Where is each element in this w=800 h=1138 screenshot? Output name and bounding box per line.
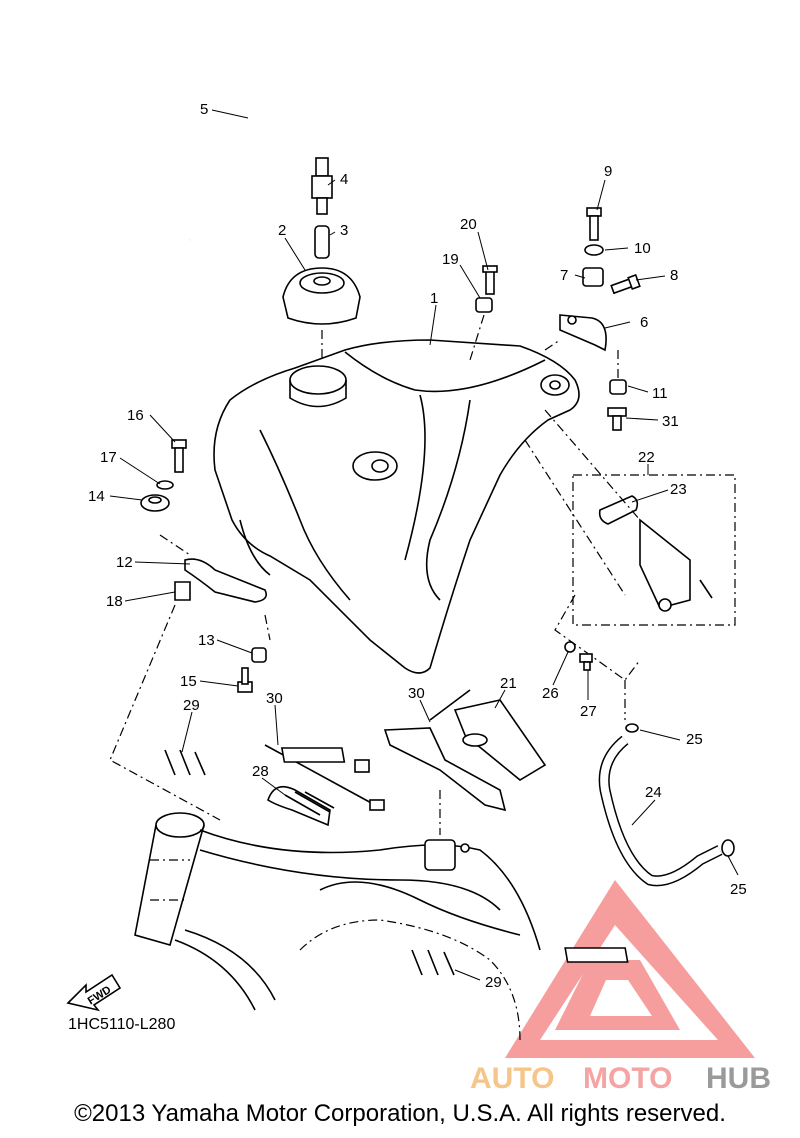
callout-4: 4 — [340, 171, 348, 188]
callout-22: 22 — [638, 449, 655, 466]
part-15-bolt — [237, 667, 253, 693]
watermark-moto: MOTO — [583, 1062, 672, 1095]
part-10-washer — [584, 244, 604, 256]
part-25-clip-top — [625, 723, 639, 733]
callout-30-right: 30 — [408, 685, 425, 702]
callout-28: 28 — [252, 763, 269, 780]
diagram-code: 1HC5110-L280 — [68, 1016, 176, 1033]
part-28-dampers — [267, 785, 335, 827]
callout-23: 23 — [670, 481, 687, 498]
callout-20: 20 — [460, 216, 477, 233]
part-1-fuel-tank — [213, 339, 580, 674]
callout-15: 15 — [180, 673, 197, 690]
callout-24: 24 — [645, 784, 662, 801]
callout-labels: 1 2 3 4 5 6 7 8 9 10 11 12 13 14 15 16 1… — [88, 101, 747, 991]
part-2-fuel-cap — [282, 267, 361, 365]
callout-26: 26 — [542, 685, 559, 702]
part-21-protector — [354, 699, 547, 812]
callout-25-top: 25 — [686, 731, 703, 748]
part-9-bolt — [586, 207, 602, 241]
part-5-breather-hose — [186, 58, 329, 242]
part-25-clip-bottom — [721, 839, 735, 857]
watermark-logo — [505, 880, 755, 1058]
part-16-bolt — [171, 439, 187, 473]
callout-25-bottom: 25 — [730, 881, 747, 898]
part-4-valve — [311, 157, 333, 215]
part-19-collar — [475, 297, 493, 313]
part-29-clips-lower — [411, 947, 629, 976]
callout-13: 13 — [198, 632, 215, 649]
callout-6: 6 — [640, 314, 648, 331]
watermark-hub: HUB — [706, 1062, 771, 1095]
leader-lines — [109, 109, 739, 981]
part-11-collar — [609, 379, 627, 395]
callout-29-upper: 29 — [183, 697, 200, 714]
part-27-screw — [579, 653, 593, 671]
watermark-text: AUTO MOTO HUB — [470, 1062, 771, 1095]
part-22-fuel-cock-box — [572, 474, 736, 626]
callout-11: 11 — [652, 385, 668, 402]
callout-16: 16 — [127, 407, 144, 424]
callout-3: 3 — [340, 222, 348, 239]
callout-19: 19 — [442, 251, 459, 268]
part-13-collar — [251, 647, 267, 663]
callout-8: 8 — [670, 267, 678, 284]
callout-5: 5 — [200, 101, 208, 118]
callout-21: 21 — [500, 675, 517, 692]
callout-18: 18 — [106, 593, 123, 610]
callout-12: 12 — [116, 554, 133, 571]
fwd-arrow-icon: FWD — [66, 973, 122, 1012]
callout-7: 7 — [560, 267, 568, 284]
part-17-washer — [156, 480, 174, 490]
part-3-hose — [314, 225, 330, 259]
callout-27: 27 — [580, 703, 597, 720]
part-29-clips-upper — [164, 747, 346, 776]
callout-9: 9 — [604, 163, 612, 180]
callout-31: 31 — [662, 413, 679, 430]
callout-2: 2 — [278, 222, 286, 239]
part-31-bolt — [607, 407, 627, 431]
part-12-stay — [184, 558, 268, 603]
watermark-auto: AUTO — [470, 1062, 554, 1095]
callout-1: 1 — [430, 290, 438, 307]
part-6-bracket — [559, 314, 607, 352]
frame-outline — [134, 812, 541, 1041]
part-26-washer — [564, 641, 576, 653]
callout-29-lower: 29 — [485, 974, 502, 991]
part-24-fuel-hose — [598, 735, 723, 887]
part-14-damper — [140, 494, 170, 512]
part-18-collar — [174, 581, 191, 601]
part-7-damper — [582, 267, 604, 287]
part-20-bolt — [482, 265, 498, 295]
part-23-fuel-cock — [598, 495, 713, 612]
callout-30-left: 30 — [266, 690, 283, 707]
part-8-bolt — [610, 273, 641, 295]
callout-17: 17 — [100, 449, 117, 466]
callout-10: 10 — [634, 240, 651, 257]
copyright-text: ©2013 Yamaha Motor Corporation, U.S.A. A… — [74, 1100, 726, 1127]
callout-14: 14 — [88, 488, 105, 505]
